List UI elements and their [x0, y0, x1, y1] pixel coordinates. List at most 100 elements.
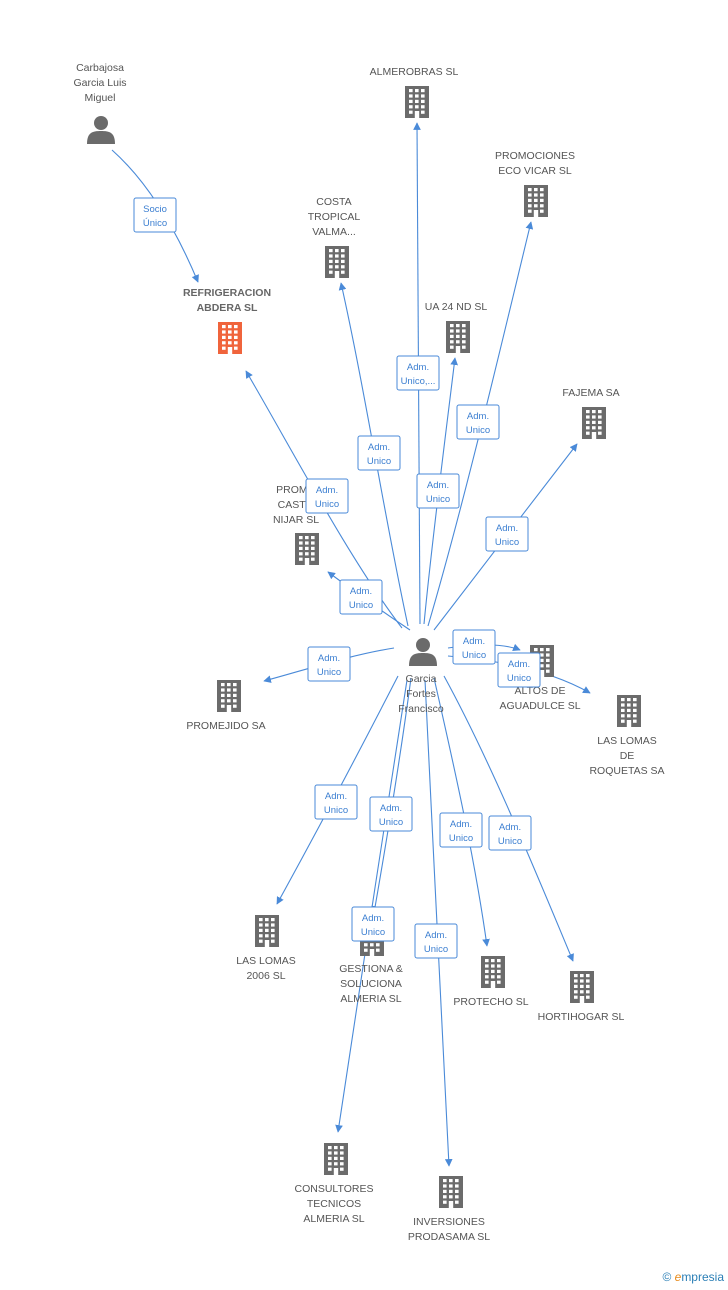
building-icon: [524, 185, 548, 217]
node-label: CASTIL: [278, 499, 315, 511]
edge-label-text: Adm.: [407, 362, 429, 373]
edge-label-text: Adm.: [325, 791, 347, 802]
edge-label-e-g-protecho[interactable]: Adm. Unico: [439, 812, 483, 848]
edge-label-e-g-promejido[interactable]: Adm.Unico: [307, 646, 351, 682]
edge-label-text: Unico: [466, 425, 490, 436]
edge-label-text: Unico: [361, 927, 385, 938]
node-label: PROTECHO SL: [453, 996, 528, 1008]
node-label: Garcia Luis: [73, 77, 126, 89]
edge-label-text: Unico: [507, 673, 531, 684]
edge-label-text: Unico: [424, 944, 448, 955]
brand-e: e: [674, 1270, 682, 1284]
node-label: Francisco: [398, 703, 444, 715]
node-costa-tropical[interactable]: COSTATROPICALVALMA...: [308, 196, 361, 278]
edge-label-text: Adm.: [425, 930, 447, 941]
node-altos[interactable]: ALTOS DE AGUADULCE SL: [499, 645, 581, 712]
node-label: UA 24 ND SL: [425, 301, 488, 313]
building-icon: [570, 971, 594, 1003]
node-label: LAS LOMAS: [236, 955, 296, 967]
building-icon: [582, 407, 606, 439]
building-icon: [617, 695, 641, 727]
edge-label-e-g-lomas2006[interactable]: Adm. Unico: [314, 784, 358, 820]
node-label: ABDERA SL: [197, 302, 258, 314]
node-almerobras[interactable]: ALMEROBRAS SL: [370, 66, 459, 118]
edge-label-e-g-lomasroq[interactable]: Adm. Unico: [497, 652, 541, 688]
node-label: ROQUETAS SA: [589, 765, 664, 777]
copyright-symbol: ©: [662, 1270, 672, 1284]
node-ua24[interactable]: UA 24 ND SL: [425, 301, 488, 353]
edge-label-e-g-ua24[interactable]: Adm. Unico: [416, 473, 460, 509]
edge-label-text: Unico: [495, 537, 519, 548]
building-icon: [446, 321, 470, 353]
building-icon: [295, 533, 319, 565]
edge-line-e-g-consultores: [335, 679, 408, 1133]
person-icon: [409, 638, 437, 666]
edge-label-text: Único: [143, 218, 167, 229]
edge-label-e-g-eco[interactable]: Adm. Unico: [456, 404, 500, 440]
edge-label-text: Unico: [324, 805, 348, 816]
node-protecho[interactable]: PROTECHO SL: [453, 956, 529, 1008]
edge-label-e-g-refr[interactable]: Adm. Unico: [305, 478, 349, 514]
edge-label-text: Unico: [449, 833, 473, 844]
node-label: TROPICAL: [308, 211, 361, 223]
node-label: VALMA...: [312, 226, 356, 238]
edge-label-text: Adm.: [463, 636, 485, 647]
edge-label-text: Unico: [349, 600, 373, 611]
edge-label-text: Unico: [498, 836, 522, 847]
edge-label-text: Unico: [379, 817, 403, 828]
building-icon: [218, 322, 242, 354]
node-label: PRODASAMA SL: [408, 1231, 490, 1243]
edge-label-text: Unico: [462, 650, 486, 661]
node-label: PROMEJIDO SA: [186, 720, 265, 732]
edge-label-e-g-gestiona[interactable]: Adm.Unico: [369, 796, 413, 832]
building-icon: [325, 246, 349, 278]
edge-label-text: Socio: [143, 204, 167, 215]
edge-label-e-g-consultores[interactable]: Adm.Unico: [351, 906, 395, 942]
edge-label-text: Adm.: [316, 485, 338, 496]
edge-label-text: Adm.: [318, 653, 340, 664]
edge-label-text: Unico: [426, 494, 450, 505]
edge-label-text: Adm.: [450, 819, 472, 830]
edge-label-e-g-inversiones[interactable]: Adm. Unico: [414, 923, 458, 959]
building-icon: [324, 1143, 348, 1175]
edge-label-text: Adm.: [467, 411, 489, 422]
edge-label-e-g-altos[interactable]: Adm. Unico: [452, 629, 496, 665]
edge-label-e-g-costa[interactable]: Adm.Unico: [357, 435, 401, 471]
node-label: Carbajosa: [76, 62, 124, 74]
edge-label-text: Adm.: [508, 659, 530, 670]
node-label: ALTOS DE: [515, 685, 566, 697]
edge-label-e-g-fajema[interactable]: Adm. Unico: [485, 516, 529, 552]
node-label: ALMEROBRAS SL: [370, 66, 459, 78]
node-inversiones[interactable]: INVERSIONES PRODASAMA SL: [408, 1176, 490, 1243]
node-hortihogar[interactable]: HORTIHOGAR SL: [538, 971, 625, 1023]
edge-label-text: Unico: [315, 499, 339, 510]
edge-line-e-g-protecho: [433, 677, 490, 947]
node-fajema[interactable]: FAJEMA SA: [562, 387, 620, 439]
node-label: ECO VICAR SL: [498, 165, 572, 177]
node-promejido[interactable]: PROMEJIDO SA: [186, 680, 266, 732]
edge-label-text: Adm.: [496, 523, 518, 534]
edge-label-e-g-castil[interactable]: Adm.Unico: [339, 579, 383, 615]
building-icon: [405, 86, 429, 118]
node-label: TECNICOS: [307, 1198, 361, 1210]
node-label: INVERSIONES: [413, 1216, 485, 1228]
brand-rest: mpresia: [681, 1270, 724, 1284]
building-icon: [439, 1176, 463, 1208]
edge-label-text: Adm.: [427, 480, 449, 491]
edge-label-e-g-hortihogar[interactable]: Adm.Unico: [488, 815, 532, 851]
building-icon: [255, 915, 279, 947]
node-label: NIJAR SL: [273, 514, 319, 526]
node-label: AGUADULCE SL: [499, 700, 580, 712]
edge-label-e-g-almerobras[interactable]: Adm.Unico,...: [396, 355, 440, 391]
node-label: Miguel: [85, 92, 116, 104]
node-label: CONSULTORES: [295, 1183, 374, 1195]
